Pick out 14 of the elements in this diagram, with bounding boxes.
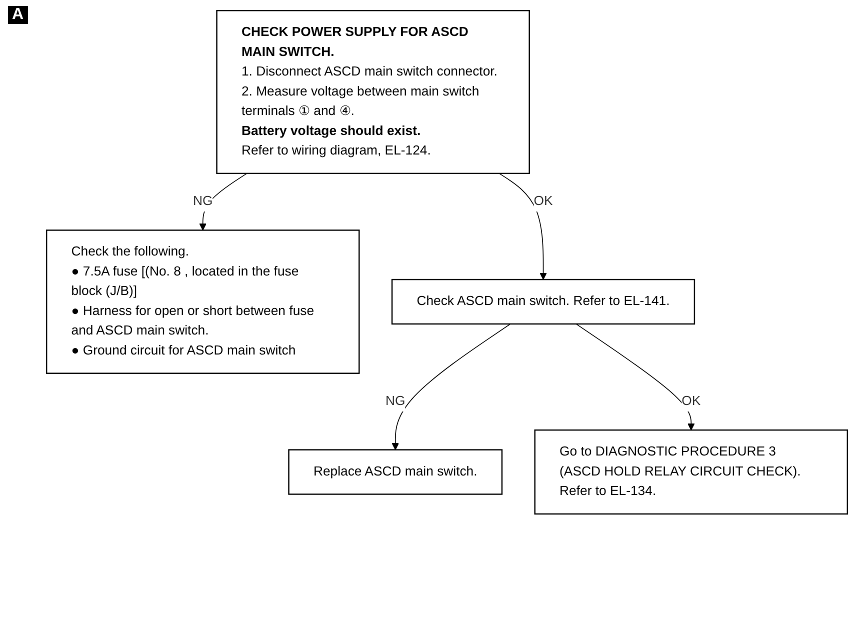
arrow (576, 324, 695, 430)
node-box: Check the following. ● 7.5A fuse [(No. 8 , located in the fuse block (J/B)] ● Harness for open or short between fuse and ASCD main switch. ● Ground circuit for ASCD main switch (46, 230, 360, 374)
panel-letter: A (8, 6, 28, 24)
edge-label: OK (534, 194, 553, 208)
edge-label: NG (192, 194, 213, 208)
arrow (392, 324, 511, 450)
node-box: Replace ASCD main switch. (288, 449, 503, 495)
node-box: Go to DIAGNOSTIC PROCEDURE 3 (ASCD HOLD RELAY CIRCUIT CHECK). Refer to EL-134. (534, 429, 848, 515)
arrow (498, 173, 547, 280)
arrow (199, 173, 248, 231)
node-box: Check ASCD main switch. Refer to EL-141. (391, 278, 696, 325)
edge-label: OK (682, 394, 701, 408)
edge-label: NG (386, 394, 406, 408)
node-box: CHECK POWER SUPPLY FOR ASCD MAIN SWITCH. 1. Disconnect ASCD main switch connector. 2. Measure voltage between main switch terminals ① and ④. Battery voltage should exist. Refer to wiring diagram, EL-124. (216, 10, 530, 174)
